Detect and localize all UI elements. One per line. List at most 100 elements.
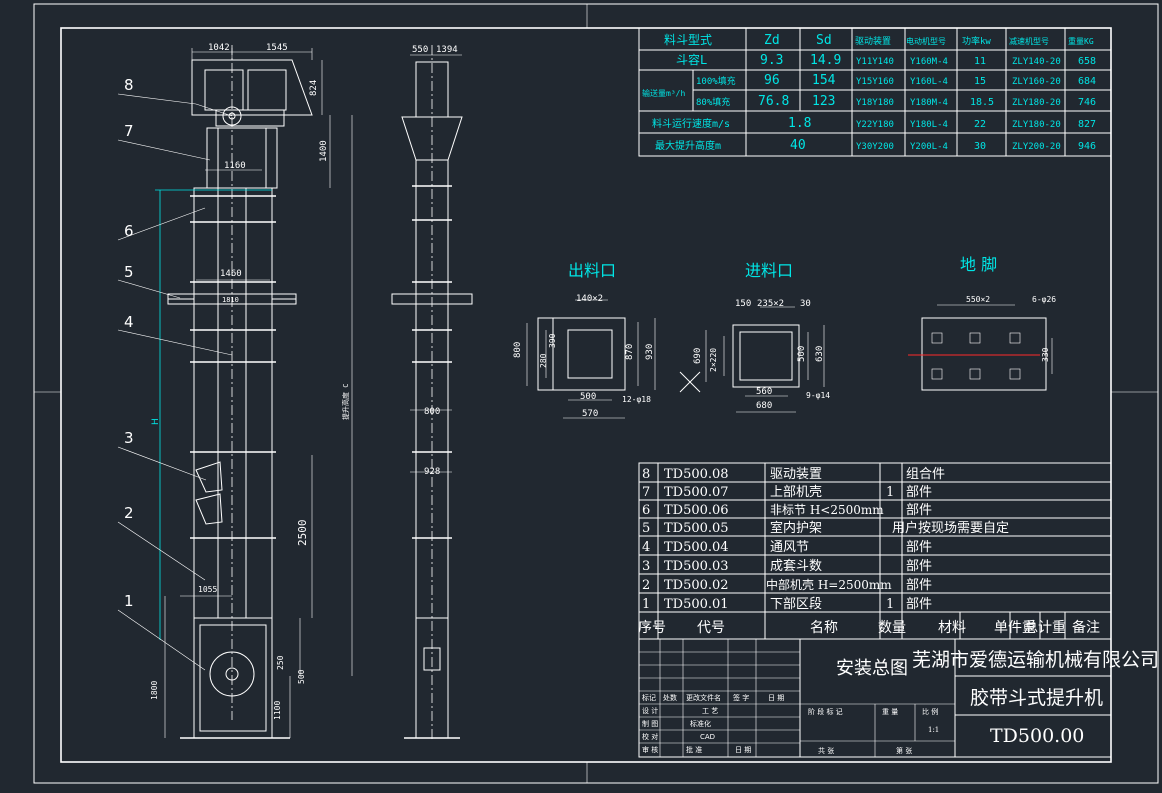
tb-product: 胶带斗式提升机 — [970, 687, 1103, 709]
callout-6: 6 — [124, 222, 134, 240]
spec-r1c0: 斗容L — [676, 52, 707, 67]
pl-r4c0: 4 — [642, 540, 650, 555]
pl-h4: 材料 — [938, 620, 966, 636]
pl-h3: 数量 — [878, 620, 906, 636]
tb-craft: 工 艺 — [702, 707, 718, 715]
dim-in-500: 500 — [797, 346, 807, 362]
dim-in-30: 30 — [800, 299, 811, 309]
spec-r3c1: 76.8 — [758, 94, 789, 109]
spec-r4c5: 22 — [974, 119, 986, 130]
pl-r0c0: 8 — [642, 467, 650, 482]
pl-r4c1: TD500.04 — [664, 540, 729, 555]
spec-r2c4: Y160L-4 — [910, 77, 948, 87]
tb-draw: 制 图 — [642, 719, 658, 728]
dim-1394: 1394 — [436, 45, 458, 55]
pl-r6c0: 2 — [642, 578, 650, 593]
tb-standard: 标准化 — [690, 719, 711, 728]
spec-r3c7: 746 — [1078, 97, 1096, 108]
dim-h: H — [151, 418, 161, 425]
dim-c: 提升高度 C — [341, 384, 350, 420]
spec-r1c2: 14.9 — [810, 53, 841, 68]
tb-approve: 批 准 — [686, 745, 702, 754]
dim-928: 928 — [424, 467, 440, 477]
pl-r0c1: TD500.08 — [664, 467, 729, 482]
trunk-flanges — [190, 195, 276, 539]
title-block-small-texts: 标记 处数 更改文件名 签 字 日 期 设 计 工 艺 制 图 标准化 校 对 … — [642, 693, 938, 755]
outlet-title: 出料口 — [568, 261, 616, 280]
pl-r0c4: 组合件 — [906, 467, 945, 482]
callout-leaders — [117, 93, 233, 671]
pl-r2c0: 6 — [642, 503, 650, 518]
dim-1042: 1042 — [208, 43, 230, 53]
drawing-frame — [33, 3, 1159, 784]
pl-r1c1: TD500.07 — [664, 485, 729, 500]
spec-h1: Zd — [764, 33, 780, 48]
spec-r4c7: 827 — [1078, 119, 1096, 130]
pl-h6: 总计重 — [1024, 620, 1066, 636]
spec-r5c4: Y200L-4 — [910, 142, 948, 152]
pl-r6c2: 中部机壳 H=2500mm — [766, 577, 892, 592]
callout-8: 8 — [124, 76, 134, 94]
dim-in-holes: 9-φ14 — [806, 391, 830, 400]
dim-250: 250 — [276, 655, 285, 670]
dim-foot-top: 550×2 — [966, 295, 990, 304]
outlet-view — [526, 299, 656, 419]
pl-h1: 代号 — [697, 620, 725, 636]
dim-in-680: 680 — [756, 401, 772, 411]
dim-1400: 1400 — [319, 140, 329, 162]
tb-code: TD500.00 — [990, 725, 1084, 747]
tb-check: 校 对 — [642, 732, 658, 741]
dim-out-930: 930 — [645, 344, 655, 360]
callout-1: 1 — [124, 592, 134, 610]
tb-date: 日 期 — [735, 746, 751, 754]
pl-r2c4: 部件 — [906, 503, 932, 518]
spec-r2c6: ZLY160-20 — [1012, 77, 1061, 87]
spec-r5c7: 946 — [1078, 141, 1096, 152]
callout-7: 7 — [124, 122, 134, 140]
spec-r1c4: Y160M-4 — [910, 57, 948, 67]
dim-out-500: 500 — [580, 392, 596, 402]
dim-in-235: 235×2 — [757, 299, 784, 309]
tb-company: 芜湖市爱德运输机械有限公司 — [912, 649, 1159, 671]
pl-r3c0: 5 — [642, 521, 650, 536]
inlet-view — [679, 306, 825, 413]
tb-sign: 签 字 — [733, 693, 749, 702]
callout-5: 5 — [124, 263, 134, 281]
dim-1055: 1055 — [198, 585, 217, 594]
tb-weight: 重 量 — [882, 708, 898, 716]
pl-r3c4: 用户按现场需要自定 — [892, 520, 1009, 536]
tb-marks: 标记 — [642, 693, 656, 702]
spec-r4c1: 1.8 — [788, 116, 811, 131]
tb-sheets-total: 共 张 — [818, 746, 834, 755]
pl-r7c4: 部件 — [906, 597, 932, 612]
pl-r2c2: 非标节 H<2500mm — [770, 503, 884, 517]
pl-h2: 名称 — [810, 620, 838, 636]
spec-r3c6: ZLY180-20 — [1012, 98, 1061, 108]
dim-1800: 1800 — [150, 681, 159, 700]
spec-h7: 重量KG — [1068, 36, 1094, 46]
view-titles: 出料口 进料口 地 脚 — [568, 255, 997, 280]
dim-in-690: 690 — [693, 348, 703, 364]
callout-3: 3 — [124, 429, 134, 447]
spec-table-cells: 料斗型式 Zd Sd 驱动装置 电动机型号 功率kw 减速机型号 重量KG 斗容… — [642, 33, 1096, 153]
spec-r4c4: Y180L-4 — [910, 120, 948, 130]
dim-in-620: 2×220 — [709, 348, 718, 372]
spec-r3c0: 80%填充 — [696, 96, 730, 108]
callout-2: 2 — [124, 504, 134, 522]
dim-800: 800 — [424, 407, 440, 417]
tb-ratio: 比 例 — [922, 707, 938, 716]
callout-4: 4 — [124, 313, 134, 331]
pl-r1c3: 1 — [886, 485, 894, 500]
pl-r1c4: 部件 — [906, 485, 932, 500]
pl-r7c3: 1 — [886, 597, 894, 612]
pl-r4c2: 通风节 — [770, 540, 809, 555]
spec-r3c5: 18.5 — [970, 97, 994, 108]
dim-1545: 1545 — [266, 43, 288, 53]
side-view — [391, 45, 473, 740]
spec-h5: 功率kw — [962, 35, 991, 47]
dim-1160: 1160 — [224, 161, 246, 171]
spec-r5c3: Y30Y200 — [856, 142, 894, 152]
parts-list-grid — [638, 462, 1112, 640]
title-block-grid — [638, 638, 1112, 758]
foot-view — [908, 304, 1053, 391]
